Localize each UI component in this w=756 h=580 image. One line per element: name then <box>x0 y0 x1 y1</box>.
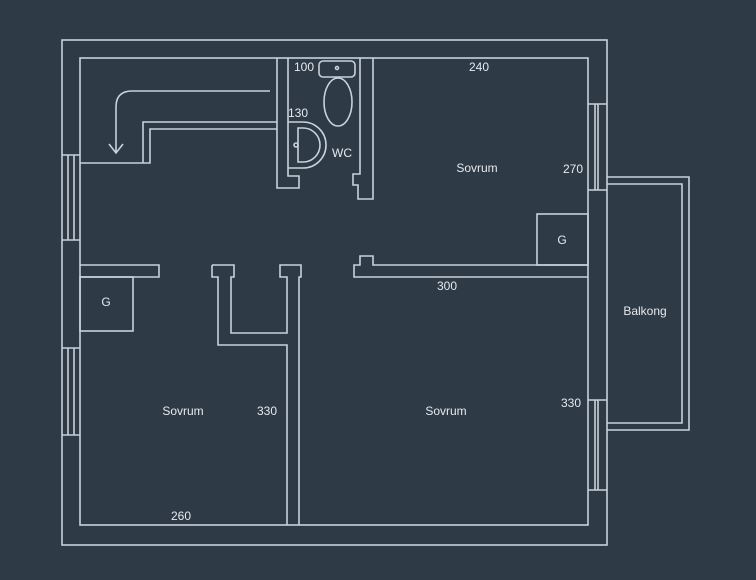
bedroom-bottom-left-width: 260 <box>171 509 191 523</box>
wc-label: WC <box>332 146 352 160</box>
hall-closet <box>80 121 277 164</box>
bedroom-bottom-left-label: Sovrum <box>162 404 203 418</box>
balcony-outline <box>607 176 690 431</box>
wc-walls <box>276 58 374 200</box>
toilet-icon <box>318 60 356 127</box>
bedroom-top-right-label: Sovrum <box>456 161 497 175</box>
bedroom-bottom-right-label: Sovrum <box>425 404 466 418</box>
closet-top-right-label: G <box>557 233 566 247</box>
sink-icon <box>288 121 327 169</box>
wc-dimension-sink: 130 <box>288 106 308 120</box>
balcony-label: Balkong <box>623 304 666 318</box>
bedroom-bottom-left-depth: 330 <box>257 404 277 418</box>
wc-dimension-top: 100 <box>294 60 314 74</box>
closets <box>79 213 589 332</box>
windows <box>62 103 607 491</box>
bedroom-top-right-depth: 270 <box>563 162 583 176</box>
bedroom-top-right-width: 240 <box>469 60 489 74</box>
direction-arrow-icon <box>108 90 270 155</box>
outer-walls <box>61 39 608 546</box>
closet-bottom-left-label: G <box>101 295 110 309</box>
interior-walls <box>80 255 588 525</box>
bedroom-bottom-right-width: 300 <box>437 279 457 293</box>
bedroom-bottom-right-depth: 330 <box>561 396 581 410</box>
